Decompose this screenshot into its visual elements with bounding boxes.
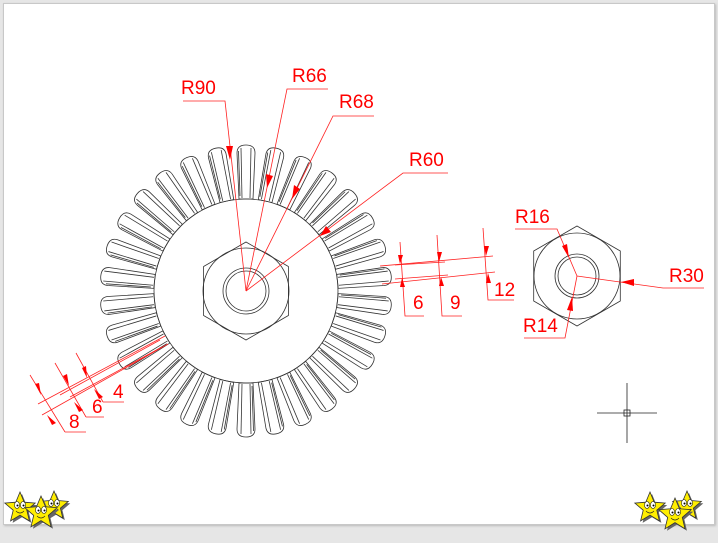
star-icon: [657, 496, 694, 531]
gear-hex-hub: [203, 241, 289, 341]
gear-tooth: [276, 371, 312, 426]
gear-tooth: [207, 379, 235, 435]
gear-tooth: [276, 156, 312, 211]
label-right-12: 12: [494, 280, 515, 301]
gear-tooth: [155, 170, 199, 222]
label-right-6: 6: [413, 293, 424, 314]
gear-tooth: [236, 144, 256, 200]
label-r30: R30: [669, 266, 704, 287]
gear-tooth: [293, 170, 337, 222]
gear-tooth: [134, 346, 183, 393]
gear-tooth: [336, 293, 392, 315]
gear-tooth: [293, 360, 337, 412]
label-left-6: 6: [92, 397, 103, 418]
nut-bore-inner: [557, 256, 597, 296]
nut-radius-leaders: [515, 228, 704, 339]
gear-tooth: [100, 293, 156, 315]
gear-tooth: [257, 379, 285, 435]
star-mascots-left: [3, 489, 71, 529]
label-r68: R68: [339, 92, 374, 113]
label-r90: R90: [181, 78, 216, 99]
left-tooth-dimensions: [29, 335, 169, 433]
gear-tooth: [321, 212, 375, 252]
gear-tooth: [309, 346, 358, 393]
gear-tooth: [180, 371, 216, 426]
label-r66: R66: [292, 66, 327, 87]
nut-bore-outer: [554, 253, 600, 299]
gear-tooth: [155, 360, 199, 412]
star-icon: [633, 490, 668, 523]
hex-nut[interactable]: [533, 225, 621, 327]
gear-radius-leaders: [183, 88, 448, 292]
gear-tooth: [336, 267, 392, 289]
right-tooth-dimensions: [379, 227, 514, 317]
bevel-gear[interactable]: [100, 144, 392, 438]
gear-hub-circle: [202, 247, 290, 335]
gear-tooth: [207, 147, 235, 203]
nut-hexagon: [533, 225, 621, 327]
gear-tooth: [330, 312, 386, 344]
label-r16: R16: [515, 207, 550, 228]
star-icon: [3, 490, 38, 523]
gear-bore-inner: [225, 270, 267, 312]
gear-tooth: [330, 238, 386, 270]
label-r14: R14: [523, 316, 558, 337]
gear-tooth: [180, 156, 216, 211]
label-left-8: 8: [69, 412, 80, 433]
gear-tooth: [106, 238, 162, 270]
gear-tooth: [100, 267, 156, 289]
star-icon: [23, 494, 60, 529]
gear-tooth: [309, 189, 358, 236]
gear-tooth: [321, 330, 375, 370]
label-right-9: 9: [450, 293, 461, 314]
label-r60: R60: [409, 150, 444, 171]
gear-bore-outer: [222, 267, 270, 315]
crosshair-cursor: [597, 383, 657, 443]
gear-tooth: [106, 312, 162, 344]
star-mascots-right: [633, 489, 704, 531]
label-left-4: 4: [113, 382, 124, 403]
gear-tooth: [236, 382, 256, 438]
nut-chamfer-circle: [533, 232, 621, 320]
gear-tooth: [117, 212, 171, 252]
gear-tooth: [134, 189, 183, 236]
drawing-sheet: [3, 3, 715, 525]
